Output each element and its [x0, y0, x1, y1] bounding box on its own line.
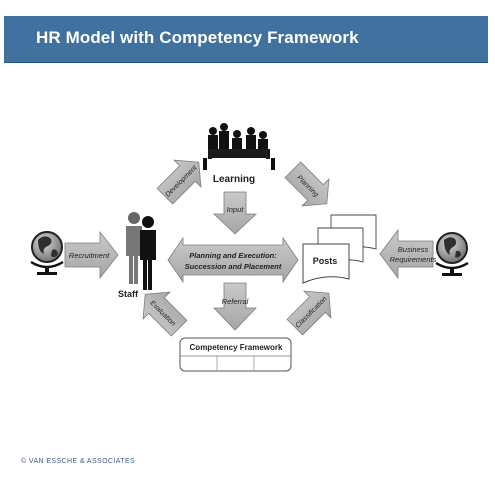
- center-label-line1: Planning and Execution:: [189, 251, 277, 260]
- referral-label: Referral: [222, 297, 249, 306]
- staff-people-icon: [126, 212, 156, 290]
- posts-label: Posts: [313, 256, 338, 266]
- competency-framework-label: Competency Framework: [190, 343, 283, 352]
- meeting-people-icon: [203, 123, 275, 170]
- learning-label: Learning: [213, 174, 255, 185]
- posts-documents-icon: [302, 214, 377, 284]
- business-requirements-label-line1: Business: [398, 245, 429, 254]
- staff-label: Staff: [118, 289, 139, 299]
- classification-arrow: Classification: [286, 290, 332, 336]
- globe-icon-right: [435, 232, 469, 276]
- evaluation-arrow: Evaluation: [142, 291, 188, 337]
- globe-icon-left: [30, 231, 64, 275]
- input-label: Input: [227, 205, 245, 214]
- title-bar: HR Model with Competency Framework: [4, 16, 488, 63]
- copyright-note: © VAN ESSCHE & ASSOCIATES: [21, 458, 136, 465]
- center-label-line2: Succession and Placement: [185, 262, 282, 271]
- planning-arrow: Planning: [284, 161, 330, 207]
- competency-framework-box: Competency Framework: [179, 337, 292, 372]
- business-requirements-label-line2: Requirements: [390, 255, 437, 264]
- page-title: HR Model with Competency Framework: [36, 28, 359, 47]
- recruitment-arrow: Recruitment: [64, 230, 119, 280]
- business-requirements-arrow: Business Requirements: [379, 228, 437, 280]
- planning-execution-arrow: Planning and Execution: Succession and P…: [167, 236, 299, 284]
- referral-arrow: Referral: [213, 282, 257, 331]
- recruitment-label: Recruitment: [69, 251, 110, 260]
- development-arrow: Development: [156, 159, 202, 205]
- input-arrow: Input: [213, 191, 257, 235]
